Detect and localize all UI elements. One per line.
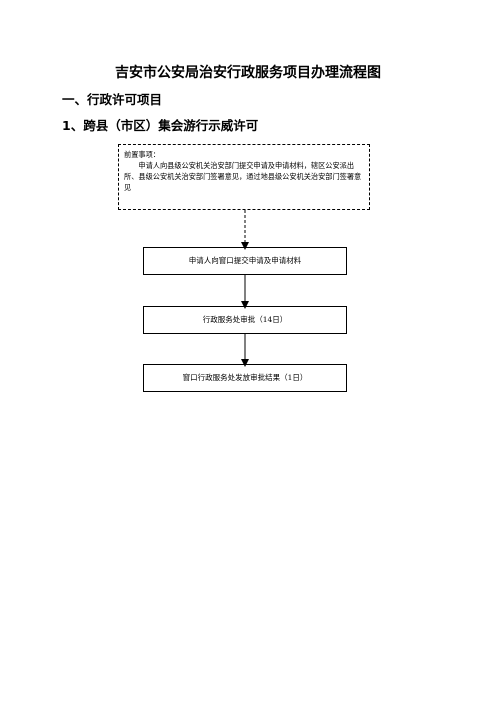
prerequisite-label: 前置事项： (124, 150, 160, 159)
flow-step-approval: 行政服务处审批（14日） (143, 306, 347, 334)
flow-step-issue-result: 窗口行政服务处发放审批结果（1日） (143, 364, 347, 392)
item-heading: 1、跨县（市区）集会游行示威许可 (62, 118, 259, 133)
flow-step-submit: 申请人向窗口提交申请及申请材料 (143, 247, 347, 275)
prerequisite-box: 前置事项： 申请人向县级公安机关治安部门提交申请及申请材料，辖区公安派出所、县级… (118, 144, 370, 210)
prerequisite-text: 申请人向县级公安机关治安部门提交申请及申请材料，辖区公安派出所、县级公安机关治安… (124, 161, 362, 192)
document-title: 吉安市公安局治安行政服务项目办理流程图 (115, 65, 381, 81)
section-heading: 一、行政许可项目 (62, 92, 163, 107)
